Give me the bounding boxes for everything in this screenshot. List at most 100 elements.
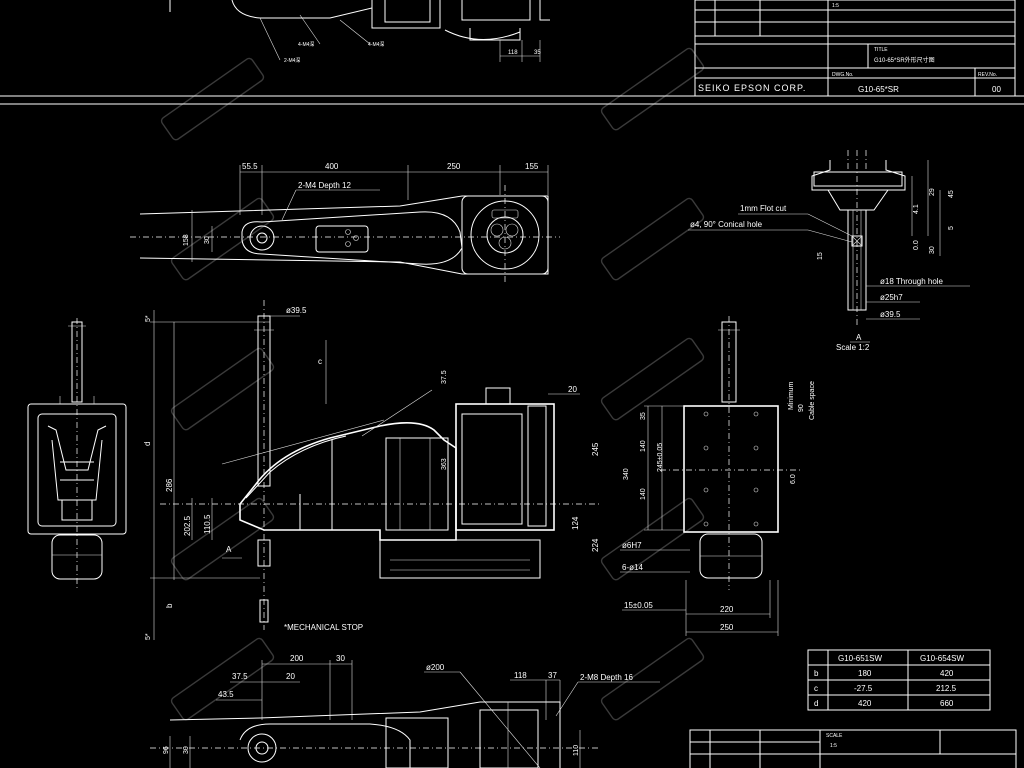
detail-a-label: A [856, 333, 862, 342]
spec-table: G10-651SW G10-654SW b 180 420 c -27.5 21… [807, 649, 991, 711]
side-dim: 5* [145, 633, 152, 640]
side-note: *MECHANICAL STOP [284, 623, 363, 632]
back-dim: 140 [640, 488, 647, 500]
back-dim: 340 [623, 468, 630, 480]
bottom-dim: 96 [163, 746, 170, 754]
watermark-mark [600, 47, 705, 131]
bottom-dim: 118 [514, 671, 527, 680]
detail-a-note: ø18 Through hole [880, 277, 944, 286]
plan-dim: 155 [525, 162, 539, 171]
title-block-rev-label: REV.No. [978, 72, 997, 78]
top-strip-label: 118 [508, 50, 518, 56]
watermark-mark [600, 497, 705, 581]
bottom-dim: 37 [548, 671, 557, 680]
top-strip-label: 4-M4深 [368, 41, 384, 48]
spec-table-cell: 660 [940, 699, 954, 708]
back-dim: 15±0.05 [624, 601, 653, 610]
bottom-note: 2-M8 Depth 16 [580, 673, 633, 682]
spec-table-cell: 420 [858, 699, 872, 708]
bottom-dim: 37.5 [232, 672, 248, 681]
spec-table-cell: c [814, 684, 818, 693]
back-dim: 140 [640, 440, 647, 452]
back-dim: 90 [798, 404, 805, 412]
back-dim: 250 [720, 623, 734, 632]
bottom-dim: 30 [336, 654, 345, 663]
side-dim: 224 [591, 538, 600, 552]
spec-table-cell: 212.5 [936, 684, 957, 693]
back-dim: 6-ø14 [622, 563, 643, 572]
detail-a-scale: Scale 1:2 [836, 343, 870, 352]
side-dim: 286 [165, 478, 174, 492]
plan-dim: 55.5 [242, 162, 258, 171]
bottom-dim: 110 [573, 745, 580, 756]
detail-a-note: ø39.5 [880, 310, 901, 319]
detail-a-dim: 5 [948, 226, 955, 230]
detail-a-dim: 29 [929, 188, 936, 196]
side-dim: ø39.5 [286, 306, 307, 315]
title-block-rev-value: 00 [992, 85, 1001, 94]
bottom-title-scale-value: 1:5 [830, 743, 837, 749]
watermark-mark [600, 337, 705, 421]
detail-a-dim: 0.0 [913, 240, 920, 250]
top-strip-label: 2-M4深 [284, 57, 300, 64]
front-view [27, 318, 127, 590]
watermark-mark [170, 497, 275, 581]
spec-table-cell: 420 [940, 669, 954, 678]
side-dim: 20 [568, 385, 577, 394]
side-dim: 37.5 [441, 370, 448, 384]
detail-a-view: 29 45 4.1 5 30 0.0 15 1mm Flot cut ø4, 9… [688, 150, 970, 352]
back-dim: Minimum [788, 381, 795, 410]
bottom-dim: ø200 [426, 663, 445, 672]
bottom-view: 200 30 37.5 20 43.5 ø200 118 37 2-M8 Dep… [150, 654, 660, 768]
bottom-dim: 43.5 [218, 690, 234, 699]
watermark-mark [160, 57, 265, 141]
plan-dim: 400 [325, 162, 339, 171]
title-block-company: SEIKO EPSON CORP. [698, 83, 806, 93]
back-dim: 220 [720, 605, 734, 614]
bottom-title-scale-label: SCALE [826, 733, 843, 739]
detail-a-note: ø25h7 [880, 293, 903, 302]
watermark-mark [170, 637, 275, 721]
bottom-dim: 200 [290, 654, 304, 663]
spec-table-cell: -27.5 [854, 684, 873, 693]
side-dim: A [226, 545, 232, 554]
plan-dim: 30 [204, 236, 211, 244]
detail-a-note: 1mm Flot cut [740, 204, 787, 213]
back-dim: 245±0.05 [657, 443, 664, 472]
detail-a-dim: 45 [948, 190, 955, 198]
plan-dim: 250 [447, 162, 461, 171]
back-dim: 35 [640, 412, 647, 420]
bottom-dim: 20 [286, 672, 295, 681]
back-dim: 6.0 [790, 474, 797, 484]
side-dim: d [143, 442, 152, 446]
title-block-dwg-value: G10-65*SR [858, 85, 899, 94]
watermark-mark [170, 197, 275, 281]
bottom-title-block: SCALE 1:5 [689, 729, 1017, 768]
title-block-title-value: G10-65*SR外形尺寸图 [874, 56, 935, 64]
spec-table-cell: b [814, 669, 819, 678]
title-block-dwg-label: DWG.No. [832, 72, 853, 78]
top-strip: 4-M4深 4-M4深 2-M4深 118 35 [0, 0, 1024, 105]
plan-note: 2-M4 Depth 12 [298, 181, 351, 190]
top-strip-label: 35 [534, 50, 541, 56]
watermark-mark [600, 637, 705, 721]
back-dim: ø6H7 [622, 541, 642, 550]
detail-a-dim: 4.1 [913, 204, 920, 214]
watermark-group [160, 47, 705, 721]
side-dim: 202.5 [183, 515, 192, 536]
side-dim: c [318, 357, 322, 366]
side-dim: 124 [571, 516, 580, 530]
side-dim: b [165, 603, 174, 608]
spec-table-cell: 180 [858, 669, 872, 678]
watermark-mark [170, 347, 275, 431]
top-strip-label: 4-M4深 [298, 41, 314, 48]
plan-dim: 158 [183, 234, 190, 246]
detail-a-dim: 30 [929, 246, 936, 254]
side-dim: 245 [591, 442, 600, 456]
detail-a-dim: 15 [817, 252, 824, 260]
back-dim: Cable space [809, 381, 816, 420]
side-dim: 110.5 [203, 514, 212, 534]
title-block-title-label: TITLE [874, 47, 888, 53]
plan-view: 55.5 400 250 155 158 30 2-M4 Depth 12 [130, 162, 560, 285]
